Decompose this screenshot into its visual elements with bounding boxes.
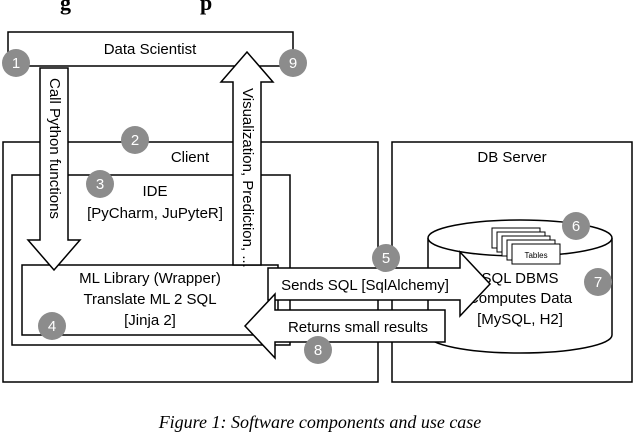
- heading-fragment-2: p: [200, 0, 212, 15]
- sql-engines-label: [MySQL, H2]: [477, 311, 563, 328]
- visualization-label: Visualization, Prediction, ...: [239, 88, 256, 268]
- visualization-arrow: [219, 50, 275, 266]
- step-marker-1: [2, 49, 30, 77]
- step-marker-2: [121, 126, 149, 154]
- step-marker-8-label: 8: [314, 342, 322, 359]
- step-marker-5: [372, 244, 400, 272]
- step-marker-6-label: 6: [572, 218, 580, 235]
- call-python-label: Call Python functions: [46, 78, 63, 219]
- tables-label: Tables: [524, 251, 547, 260]
- figure-caption: Figure 1: Software components and use ca…: [158, 412, 482, 432]
- computes-data-label: Computes Data: [468, 290, 573, 307]
- step-marker-7: [584, 268, 612, 296]
- sends-sql-label: Sends SQL [SqlAlchemy]: [281, 277, 449, 294]
- step-marker-6: [562, 212, 590, 240]
- step-marker-2-label: 2: [131, 132, 139, 149]
- step-marker-9-label: 9: [289, 55, 297, 72]
- step-marker-3: [86, 170, 114, 198]
- step-marker-9: [279, 49, 307, 77]
- ide-label: IDE: [142, 183, 167, 200]
- db-server-label: DB Server: [477, 149, 546, 166]
- ide-tools-label: [PyCharm, JuPyteR]: [87, 205, 223, 222]
- step-marker-4: [38, 312, 66, 340]
- tables-icon: [491, 227, 561, 265]
- step-marker-7-label: 7: [594, 274, 602, 291]
- ml-library-label: ML Library (Wrapper): [79, 270, 221, 287]
- ml-jinja-label: [Jinja 2]: [124, 312, 176, 329]
- step-marker-5-label: 5: [382, 250, 390, 267]
- data-scientist-label: Data Scientist: [104, 41, 197, 58]
- step-markers: 1 2 3 4 5 6 7 8 9: [2, 49, 612, 364]
- heading-fragment: g: [60, 0, 71, 15]
- step-marker-3-label: 3: [96, 176, 104, 193]
- sql-dbms-label: SQL DBMS: [482, 270, 559, 287]
- step-marker-1-label: 1: [12, 55, 20, 72]
- step-marker-4-label: 4: [48, 318, 56, 335]
- returns-results-arrow: [243, 292, 446, 360]
- sends-sql-arrow: [267, 250, 492, 318]
- returns-results-label: Returns small results: [288, 319, 428, 336]
- data-scientist-box: [7, 31, 294, 67]
- ml-translate-label: Translate ML 2 SQL: [83, 291, 216, 308]
- client-label: Client: [171, 149, 210, 166]
- call-python-arrow: [26, 67, 82, 272]
- step-marker-8: [304, 336, 332, 364]
